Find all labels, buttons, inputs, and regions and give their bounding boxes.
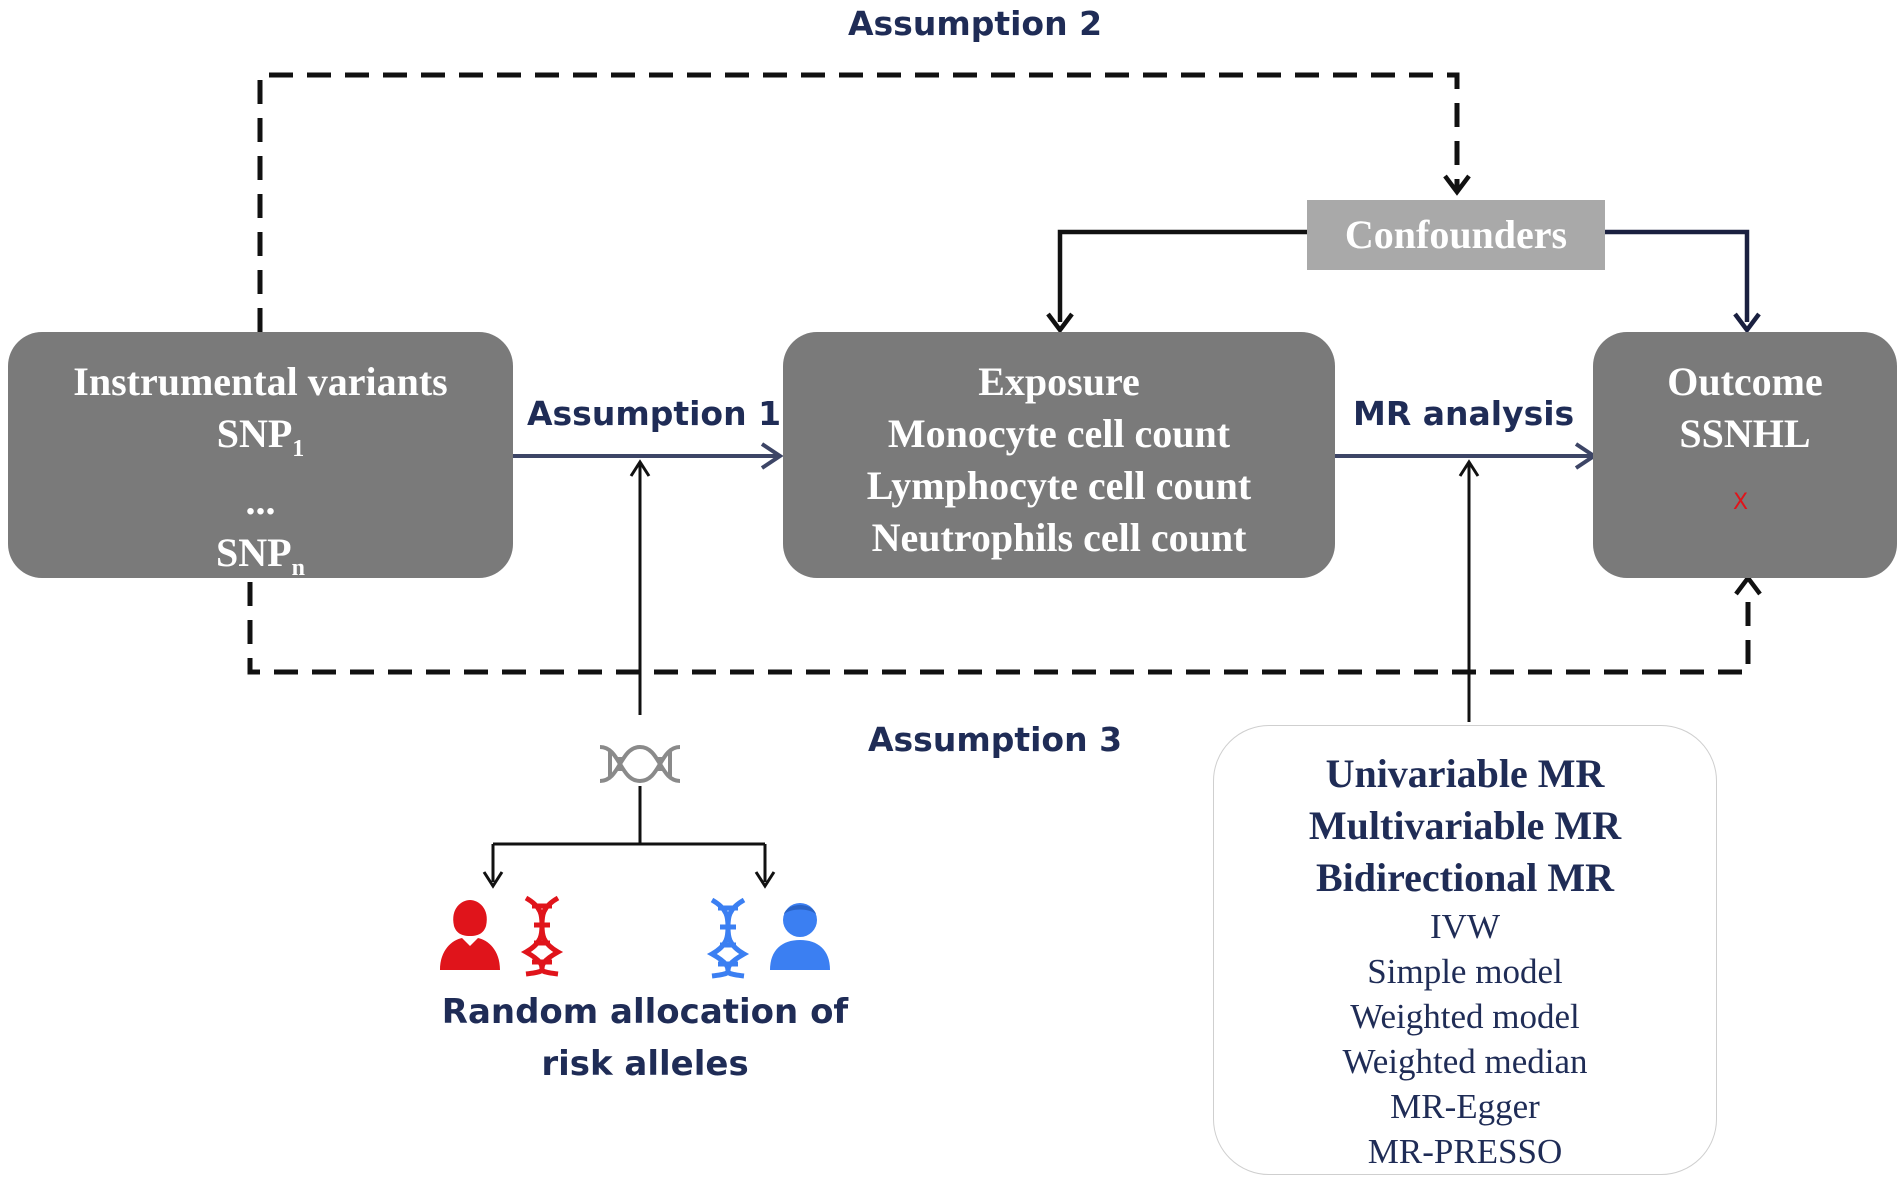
confounder-to-exposure-line bbox=[1057, 229, 1307, 322]
assumption-3-label: Assumption 3 bbox=[868, 720, 1123, 759]
method-type: Univariable MR bbox=[1325, 751, 1605, 796]
blue-dna-icon bbox=[706, 897, 750, 979]
allocation-branch bbox=[491, 786, 767, 882]
exposure-item: Neutrophils cell count bbox=[871, 515, 1247, 560]
confounder-to-exposure-arrowhead bbox=[1046, 312, 1074, 334]
assumption-3-dashed-path bbox=[247, 582, 1751, 675]
method-item: Weighted median bbox=[1342, 1042, 1588, 1081]
method-item: MR-PRESSO bbox=[1367, 1132, 1563, 1171]
method-type: Bidirectional MR bbox=[1315, 855, 1615, 900]
method-item: IVW bbox=[1430, 907, 1500, 946]
assumption-2-dashed-path bbox=[257, 72, 1460, 332]
method-item: Simple model bbox=[1367, 952, 1563, 991]
assumption-1-label: Assumption 1 bbox=[527, 394, 782, 433]
assumption-2-arrowhead bbox=[1443, 174, 1471, 196]
exposure-item: Monocyte cell count bbox=[887, 411, 1231, 456]
outcome-title: Outcome bbox=[1667, 359, 1823, 404]
instrument-title: Instrumental variants bbox=[73, 359, 448, 404]
outcome-name: SSNHL bbox=[1679, 411, 1811, 456]
snp-last: SNPn bbox=[216, 530, 305, 581]
exposure-box: Exposure Monocyte cell count Lymphocyte … bbox=[783, 332, 1335, 578]
mr-methods-panel: Univariable MR Multivariable MR Bidirect… bbox=[1213, 725, 1717, 1175]
mr-analysis-label: MR analysis bbox=[1353, 394, 1575, 433]
confounder-to-outcome-arrowhead bbox=[1733, 312, 1761, 334]
method-type: Multivariable MR bbox=[1308, 803, 1622, 848]
exposure-title: Exposure bbox=[978, 359, 1140, 404]
outcome-box: Outcome SSNHL bbox=[1593, 332, 1897, 578]
method-item: MR-Egger bbox=[1390, 1087, 1540, 1126]
dna-icon bbox=[599, 744, 681, 784]
random-allocation-label: Random allocation of risk alleles bbox=[441, 992, 849, 1084]
snp-first: SNP1 bbox=[216, 411, 305, 462]
ear-x-mark: X bbox=[1733, 490, 1749, 515]
method-item: Weighted model bbox=[1350, 997, 1580, 1036]
assumption-2-label: Assumption 2 bbox=[848, 4, 1103, 43]
instrumental-variants-box: Instrumental variants SNP1 ... SNPn bbox=[8, 332, 513, 581]
confounders-box: Confounders bbox=[1307, 200, 1605, 270]
red-dna-icon bbox=[520, 895, 564, 977]
female-person-icon bbox=[440, 900, 500, 970]
exposure-item: Lymphocyte cell count bbox=[866, 463, 1252, 508]
assumption-3-arrowhead bbox=[1734, 574, 1762, 596]
confounder-to-outcome-line bbox=[1605, 229, 1750, 322]
snp-ellipsis: ... bbox=[245, 478, 276, 523]
male-person-icon bbox=[770, 903, 830, 970]
